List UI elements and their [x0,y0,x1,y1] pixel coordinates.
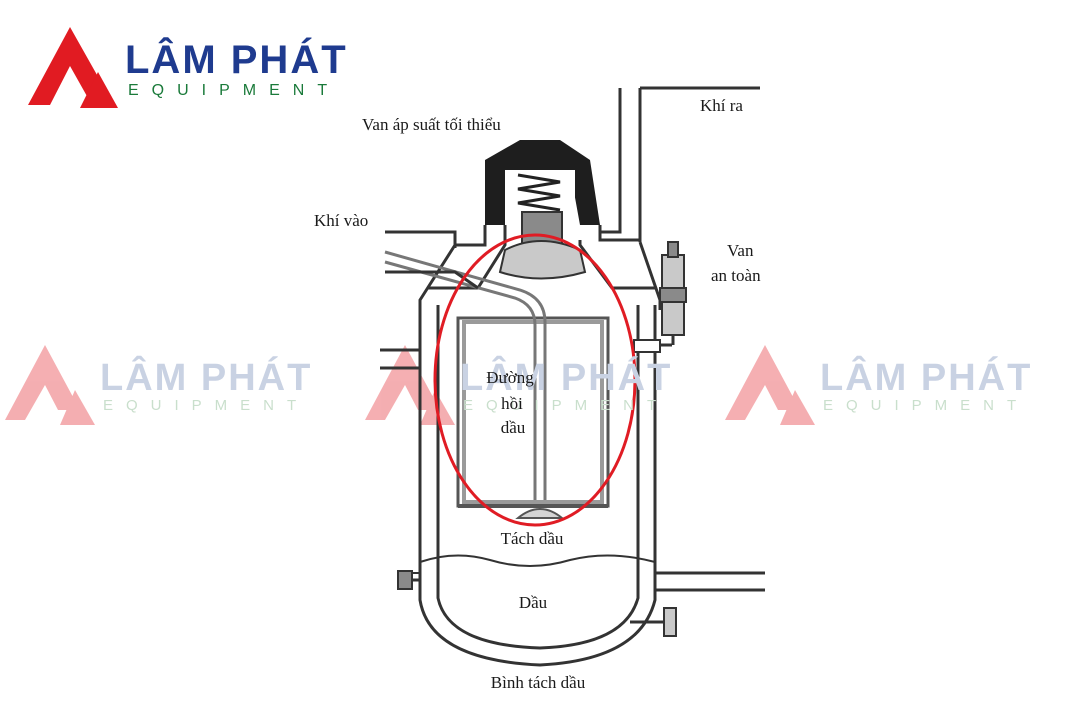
brand-subtitle: EQUIPMENT [128,82,341,99]
watermark-mark-3 [725,345,815,425]
side-ports-left [380,348,420,370]
watermark-mark-2 [365,345,455,425]
watermark-mark-1 [5,345,95,425]
label-oil: Dầu [518,593,548,612]
air-inlet-pipe [385,230,479,290]
label-min-pressure-valve: Van áp suất tối thiểu [362,115,501,134]
drain-plug-left [397,570,420,590]
watermark-name-3: LÂM PHÁT [820,357,1033,399]
watermark-name-1: LÂM PHÁT [100,357,313,399]
drain-valve-right [630,607,677,637]
label-air-in: Khí vào [314,211,369,230]
label-oil-return-2: hồi [501,394,523,413]
watermark-name-2: LÂM PHÁT [460,357,673,399]
label-oil-return-1: Đường [486,368,534,387]
separator-element [456,316,610,519]
oil-level-line [419,554,656,567]
label-safety-valve-1: Van [727,241,754,260]
brand-logo-mark [28,27,118,108]
watermark-subtitle-1: EQUIPMENT [103,397,310,414]
oil-return-line [384,250,547,500]
watermark-subtitle-3: EQUIPMENT [823,397,1030,414]
oil-outlet-pipe [655,571,765,592]
label-tank: Bình tách dầu [490,673,586,692]
safety-valve [633,241,687,353]
label-separator-element: Tách dầu [500,529,564,548]
highlight-ellipse [433,233,637,527]
label-safety-valve-2: an toàn [711,266,761,285]
watermark-subtitle-2: EQUIPMENT [463,397,670,414]
label-oil-return-3: dầu [500,418,526,437]
brand-name: LÂM PHÁT [125,38,348,82]
air-outlet-pipe [600,86,760,242]
min-pressure-valve [485,140,600,280]
label-air-out: Khí ra [700,96,743,115]
